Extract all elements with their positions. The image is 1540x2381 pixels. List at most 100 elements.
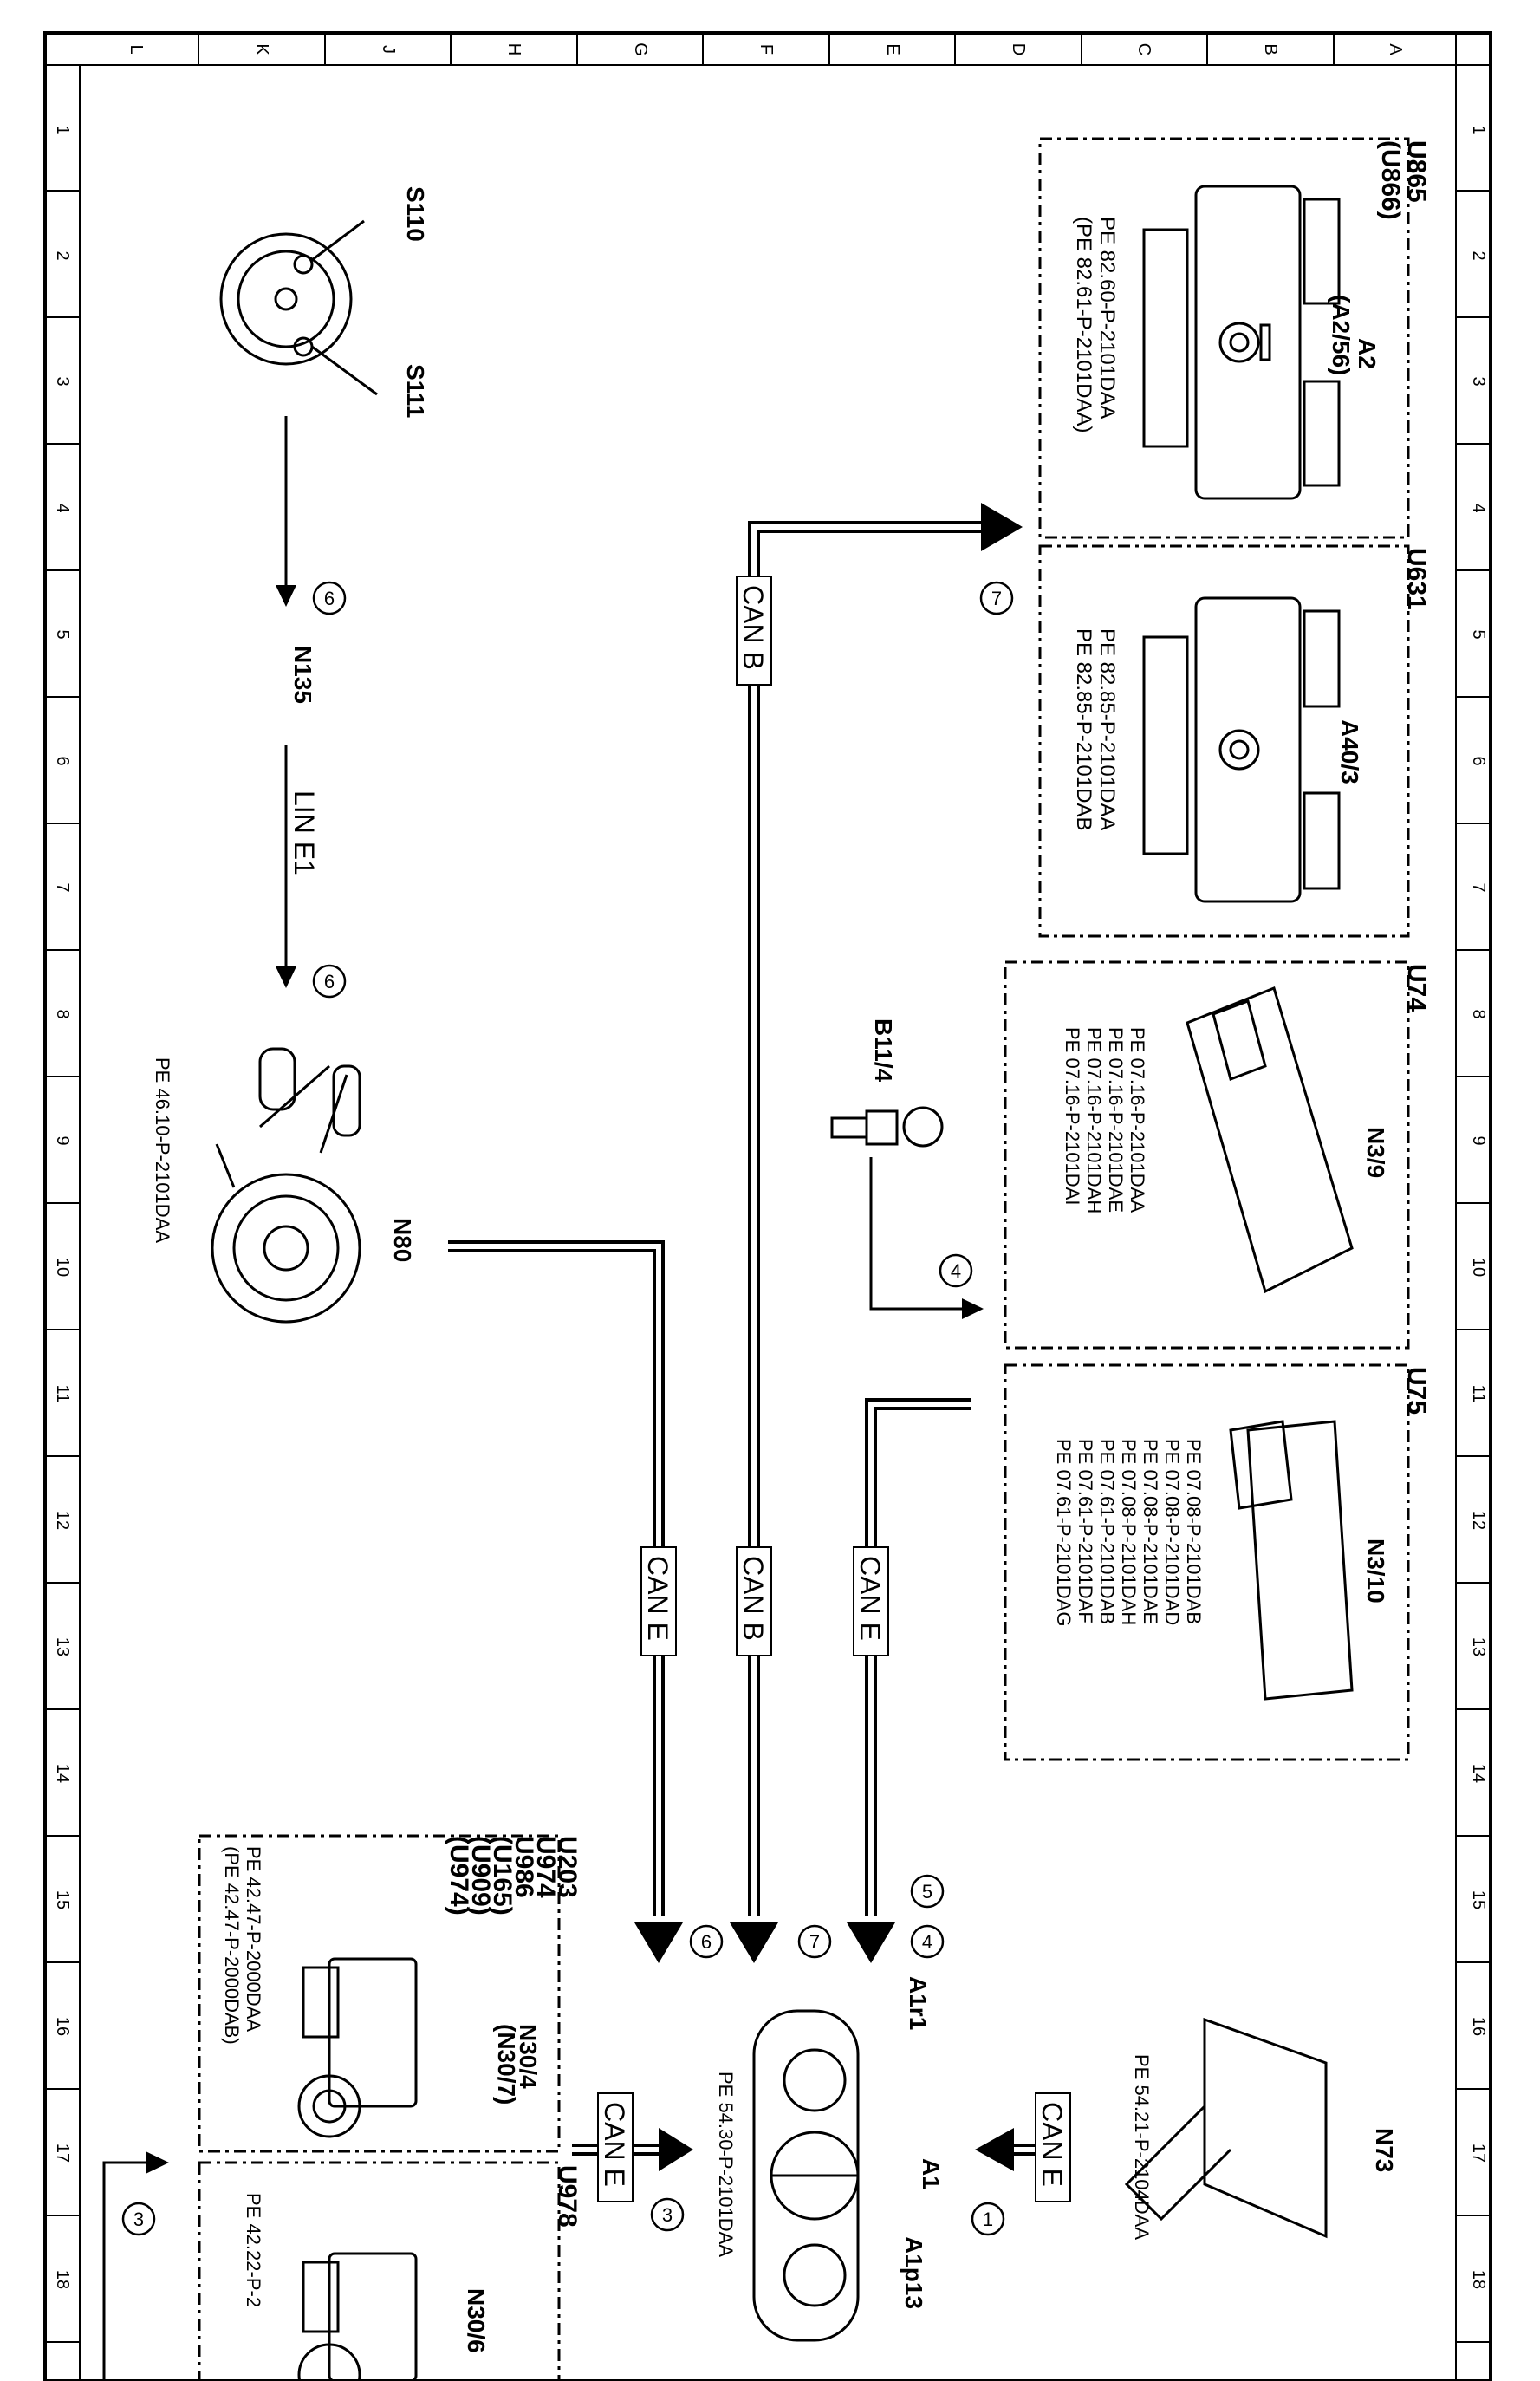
n30-4-alt-label: (N30/7) xyxy=(493,2024,520,2105)
grid-number: 7 xyxy=(53,882,72,892)
s110-label: S110 xyxy=(402,186,429,242)
arrow-n73-a1 xyxy=(975,2128,1014,2171)
grid-number: 6 xyxy=(53,756,72,765)
n80-label: N80 xyxy=(389,1218,416,1262)
letter-strip xyxy=(198,33,1335,65)
grid-letter: K xyxy=(252,43,271,55)
n30-4-ref: PE 42.47-P-2000DAA xyxy=(243,1846,264,2032)
grid-number: 1 xyxy=(1469,125,1488,134)
grid-number: 2 xyxy=(53,250,72,260)
group-box-u978 xyxy=(198,2161,561,2381)
group-box-u74 xyxy=(1004,960,1410,1350)
n3-9-ref: PE 07.16-P-2101DAA xyxy=(1127,1027,1148,1213)
bus-labels: CAN B CAN B CAN E CAN E CAN E CAN E LIN … xyxy=(289,576,1071,2202)
marker-label: 7 xyxy=(991,588,1002,609)
n3-9-ref: PE 07.16-P-2101DAE xyxy=(1105,1027,1127,1213)
n30-6-drawing xyxy=(297,2252,418,2381)
a40-3-ref: PE 82.85-P-2101DAA xyxy=(1095,628,1119,830)
grid-number: 15 xyxy=(1469,1890,1488,1909)
grid-number: 18 xyxy=(53,2270,72,2289)
group-code: U865 xyxy=(1402,140,1431,203)
grid-number: 12 xyxy=(53,1511,72,1530)
a1r1-label: A1r1 xyxy=(905,1976,932,2030)
group-code: U74 xyxy=(1402,964,1431,1012)
grid-number: 14 xyxy=(53,1764,72,1783)
grid-number: 6 xyxy=(1469,756,1488,765)
marker-label: 7 xyxy=(809,1931,820,1953)
grid-number: 14 xyxy=(1469,1764,1488,1783)
group-code: U631 xyxy=(1402,548,1431,610)
grid-number: 10 xyxy=(53,1258,72,1277)
n73-ref: PE 54.21-P-2104DAA xyxy=(1131,2054,1153,2240)
a2-label: A2 xyxy=(1354,338,1381,369)
arrow-lin-s xyxy=(276,585,296,607)
n73-ignition-drawing xyxy=(1124,2017,1328,2239)
group-boxes xyxy=(198,137,1410,2381)
grid-number: 18 xyxy=(1469,2270,1488,2289)
n135-label: N135 xyxy=(289,646,316,704)
group-box-u631 xyxy=(1038,544,1410,938)
a2-ref: (PE 82.61-P-2101DAA) xyxy=(1072,217,1095,433)
grid-letter: J xyxy=(379,45,398,54)
n3-10-ref: PE 07.08-P-2101DAE xyxy=(1140,1439,1161,1624)
group-code: (U909) xyxy=(466,1836,495,1916)
n3-9-ref: PE 07.16-P-2101DAH xyxy=(1083,1027,1105,1213)
grid-number: 8 xyxy=(1469,1009,1488,1018)
grid-letter: G xyxy=(631,42,650,56)
grid-letter: H xyxy=(504,43,523,55)
group-code: U986 xyxy=(510,1836,538,1898)
marker-label: 6 xyxy=(324,588,335,609)
n30-4-ref: (PE 42.47-P-2000DAB) xyxy=(221,1846,243,2045)
n30-6-ref: PE 42.22-P-2 xyxy=(243,2193,264,2307)
number-strip-ticks xyxy=(45,190,1491,2343)
grid-number: 7 xyxy=(1469,882,1488,892)
grid-number: 9 xyxy=(1469,1135,1488,1145)
grid-number: 16 xyxy=(53,2017,72,2036)
grid-number: 13 xyxy=(1469,1637,1488,1656)
n3-9-ref: PE 07.16-P-2101DAI xyxy=(1062,1027,1083,1205)
arrow-n30-a1 xyxy=(659,2128,693,2171)
bus-label-can-e: CAN E xyxy=(599,2102,630,2187)
n73-label: N73 xyxy=(1371,2128,1398,2172)
bus-label-can-e: CAN E xyxy=(1036,2102,1068,2187)
grid-number: 16 xyxy=(1469,2017,1488,2036)
grid-letter: L xyxy=(127,44,146,54)
grid-letter: C xyxy=(1134,43,1153,55)
grid-letters: A B C D E F G H J K L xyxy=(127,42,1405,56)
arrow-can-e-right xyxy=(847,1922,895,1963)
grid-number: 3 xyxy=(53,376,72,386)
a1-ref: PE 54.30-P-2101DAA xyxy=(715,2072,737,2257)
grid-letter: F xyxy=(757,44,776,55)
n30-6-label: N30/6 xyxy=(463,2288,490,2353)
n3-10-ecu-drawing xyxy=(1229,1420,1354,1701)
s111-label: S111 xyxy=(402,364,429,418)
steering-wheel-drawing xyxy=(219,219,378,396)
marker-label: 1 xyxy=(983,2209,993,2230)
group-box-u75 xyxy=(1004,1363,1410,1761)
circle-markers xyxy=(121,581,1014,2236)
can-e-line-right xyxy=(865,1398,971,1916)
marker-label: 6 xyxy=(324,971,335,992)
arrow-marker-3 xyxy=(146,2151,169,2174)
bus-label-can-e: CAN E xyxy=(854,1556,886,1641)
n3-10-ref: PE 07.61-P-2101DAB xyxy=(1096,1439,1118,1624)
grid-number: 8 xyxy=(53,1009,72,1018)
can-e-line-left xyxy=(448,1240,665,1916)
n3-10-label: N3/10 xyxy=(1362,1539,1389,1604)
a40-3-label: A40/3 xyxy=(1336,719,1363,784)
group-code: (U866) xyxy=(1376,140,1405,220)
n3-10-ref: PE 07.08-P-2101DAB xyxy=(1183,1439,1205,1624)
a1-label: A1 xyxy=(918,2158,945,2189)
arrow-can-e-left xyxy=(634,1922,683,1963)
bus-label-can-e: CAN E xyxy=(642,1556,673,1641)
group-code: U203 xyxy=(553,1836,582,1898)
marker-label: 3 xyxy=(133,2209,144,2230)
bus-label-can-b: CAN B xyxy=(738,1556,769,1641)
n3-10-ref: PE 07.08-P-2101DAH xyxy=(1118,1439,1140,1625)
grid-number: 9 xyxy=(53,1135,72,1145)
grid-letter: A xyxy=(1386,43,1405,55)
n3-10-ref: PE 07.61-P-2101DAG xyxy=(1053,1439,1075,1626)
n80-column-drawing xyxy=(211,1047,361,1324)
group-code: U978 xyxy=(553,2165,582,2228)
